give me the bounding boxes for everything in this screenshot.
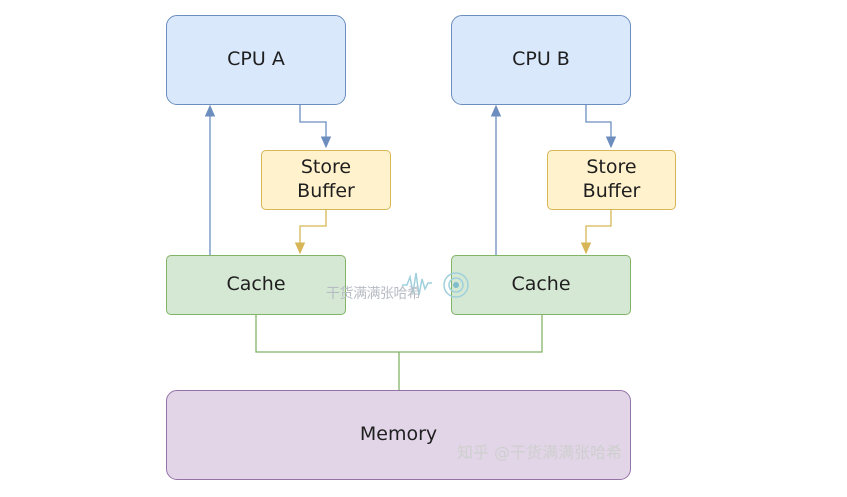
bus-caches-to-memory (255, 315, 543, 390)
cache-a-node: Cache (166, 255, 346, 315)
arrow-buffer-a-to-cache-a (294, 210, 327, 255)
store-buffer-a-node: Store Buffer (261, 150, 391, 210)
cpu-b-node: CPU B (451, 15, 631, 105)
watermark-bottom-right-text: 知乎 @干货满满张哈希 (457, 443, 623, 462)
cache-b-node: Cache (451, 255, 631, 315)
memory-node: Memory (166, 390, 631, 480)
store-buffer-b-node: Store Buffer (547, 150, 676, 210)
watermark-center-text: 干货满满张哈希 (326, 286, 421, 302)
cpu-a-node: CPU A (166, 15, 346, 105)
arrow-cpu-a-to-buffer-a (299, 104, 332, 149)
arrow-cpu-b-to-buffer-b (585, 104, 617, 149)
watermark-logo-icon (402, 272, 469, 298)
arrow-buffer-b-to-cache-b (580, 210, 612, 255)
